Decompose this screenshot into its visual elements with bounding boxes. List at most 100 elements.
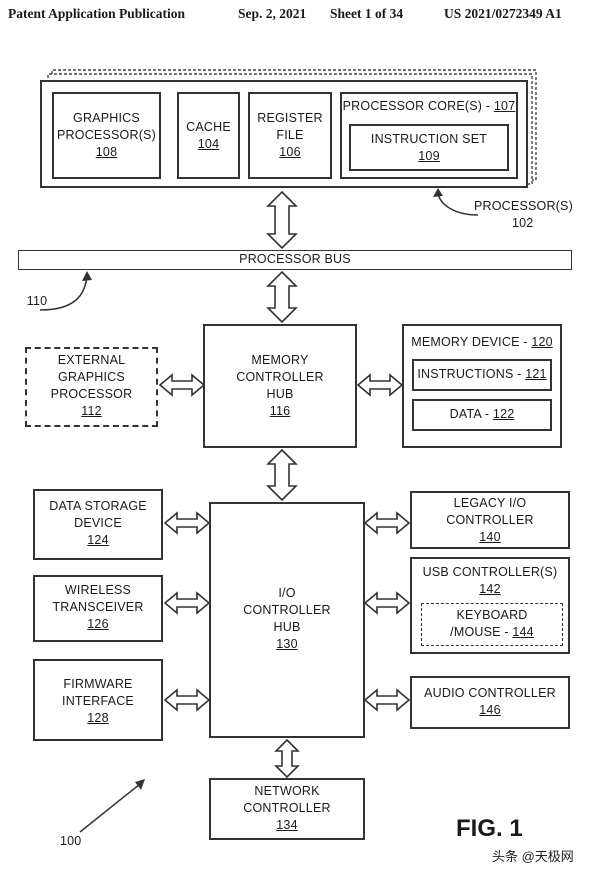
instructions-box [412, 359, 552, 391]
ich-ref: 130 [276, 637, 298, 651]
network-controller-ref: 134 [276, 818, 298, 832]
legacy-io-line2: CONTROLLER [446, 513, 534, 527]
data-storage-line2: DEVICE [74, 516, 122, 530]
callout-110-arrowhead [82, 271, 92, 281]
audio-controller-line1: AUDIO CONTROLLER [424, 686, 556, 700]
wireless-transceiver-box [33, 575, 163, 642]
arrow-ich-network [274, 738, 300, 779]
figure-label: FIG. 1 [456, 815, 523, 842]
firmware-line1: FIRMWARE [63, 677, 133, 691]
usb-controller-line1: USB CONTROLLER(S) [422, 565, 558, 579]
arrow-mch-memory [356, 373, 404, 397]
network-controller-label: NETWORK CONTROLLER 134 [209, 783, 365, 834]
external-graphics-ref: 112 [81, 404, 102, 418]
arrow-ich-legacy [363, 511, 411, 535]
callout-102-curve [437, 192, 479, 216]
callout-100-arrowhead [135, 779, 145, 790]
instructions-label: INSTRUCTIONS - 121 [412, 366, 552, 383]
register-file-line1: REGISTER [257, 111, 323, 125]
publication-title: Patent Application Publication [8, 6, 186, 21]
instruction-set-box [349, 124, 509, 171]
wireless-line1: WIRELESS [64, 583, 132, 597]
ich-line3: HUB [273, 620, 301, 634]
external-graphics-label: EXTERNAL GRAPHICS PROCESSOR 112 [25, 352, 158, 420]
network-controller-box [209, 778, 365, 840]
external-graphics-line3: PROCESSOR [50, 387, 133, 401]
external-graphics-box [25, 347, 158, 427]
cache-line1: CACHE [186, 120, 231, 134]
register-file-ref: 106 [279, 145, 301, 159]
data-text: DATA - [449, 407, 493, 421]
data-box [412, 399, 552, 431]
firmware-line2: INTERFACE [62, 694, 134, 708]
graphics-processor-line1: GRAPHICS [73, 111, 140, 125]
watermark: 头条 @天极网 [492, 849, 574, 864]
processor-callout-ref: 102 [512, 216, 534, 230]
arrow-ich-usb [363, 591, 411, 615]
patent-number: US 2021/0272349 A1 [444, 6, 562, 21]
publication-date: Sep. 2, 2021 [238, 6, 307, 21]
data-storage-box [33, 489, 163, 560]
data-ref: 122 [492, 407, 515, 421]
processor-core-ref: 107 [493, 99, 516, 113]
graphics-processor-line2: PROCESSOR(S) [57, 128, 156, 142]
memory-device-text: MEMORY DEVICE - [411, 335, 532, 349]
keyboard-mouse-ref: 144 [512, 625, 534, 639]
instruction-set-label: INSTRUCTION SET 109 [349, 131, 509, 165]
network-controller-line1: NETWORK [254, 784, 320, 798]
firmware-interface-label: FIRMWARE INTERFACE 128 [33, 676, 163, 727]
mch-ref: 116 [269, 404, 291, 418]
instruction-set-ref: 109 [418, 149, 440, 163]
data-storage-label: DATA STORAGE DEVICE 124 [33, 498, 163, 549]
processor-callout-label: PROCESSOR(S) 102 [474, 198, 573, 232]
cache-label: CACHE 104 [177, 119, 240, 153]
legacy-io-ref: 140 [479, 530, 501, 544]
arrow-bus-mch [266, 270, 298, 324]
external-graphics-line1: EXTERNAL [57, 353, 126, 367]
keyboard-mouse-label: KEYBOARD /MOUSE - 144 [421, 607, 563, 641]
callout-102-arrowhead [433, 188, 443, 197]
arrow-processor-bus [266, 190, 298, 250]
arrow-ext-gfx-mch [158, 373, 206, 397]
wireless-line2: TRANSCEIVER [52, 600, 144, 614]
callout-100-line [79, 783, 141, 833]
cache-box [177, 92, 240, 179]
arrow-storage-ich [163, 511, 211, 535]
external-graphics-line2: GRAPHICS [58, 370, 125, 384]
audio-controller-ref: 146 [479, 703, 501, 717]
keyboard-mouse-line2: /MOUSE - [450, 625, 513, 639]
data-storage-ref: 124 [87, 533, 109, 547]
processor-stack-outline-1 [47, 73, 533, 185]
register-file-line2: FILE [276, 128, 304, 142]
network-controller-line2: CONTROLLER [243, 801, 331, 815]
processor-bus-box [18, 250, 572, 270]
keyboard-mouse-line1: KEYBOARD [456, 608, 528, 622]
instructions-text: INSTRUCTIONS - [417, 367, 526, 381]
firmware-interface-box [33, 659, 163, 741]
processor-bus-label: PROCESSOR BUS [239, 252, 351, 266]
instruction-set-line1: INSTRUCTION SET [370, 132, 488, 146]
usb-controller-ref: 142 [479, 582, 501, 596]
ich-line1: I/O [278, 586, 296, 600]
legacy-io-box [410, 491, 570, 549]
io-controller-hub-label: I/O CONTROLLER HUB 130 [209, 585, 365, 653]
register-file-box [248, 92, 332, 179]
sheet-number: Sheet 1 of 34 [330, 6, 404, 21]
processor-core-text: PROCESSOR CORE(S) - [342, 99, 494, 113]
keyboard-mouse-box [421, 603, 563, 646]
wireless-ref: 126 [87, 617, 109, 631]
register-file-label: REGISTER FILE 106 [248, 110, 332, 161]
memory-device-ref: 120 [531, 335, 553, 349]
arrow-wireless-ich [163, 591, 211, 615]
mch-line3: HUB [266, 387, 294, 401]
instructions-ref: 121 [525, 367, 547, 381]
graphics-processor-label: GRAPHICS PROCESSOR(S) 108 [52, 110, 161, 161]
processor-callout-text: PROCESSOR(S) [474, 199, 573, 213]
graphics-processor-ref: 108 [95, 145, 118, 159]
ich-line2: CONTROLLER [243, 603, 331, 617]
arrow-ich-audio [363, 688, 411, 712]
usb-controller-label: USB CONTROLLER(S) 142 [410, 564, 570, 598]
firmware-ref: 128 [87, 711, 109, 725]
audio-controller-box [410, 676, 570, 729]
